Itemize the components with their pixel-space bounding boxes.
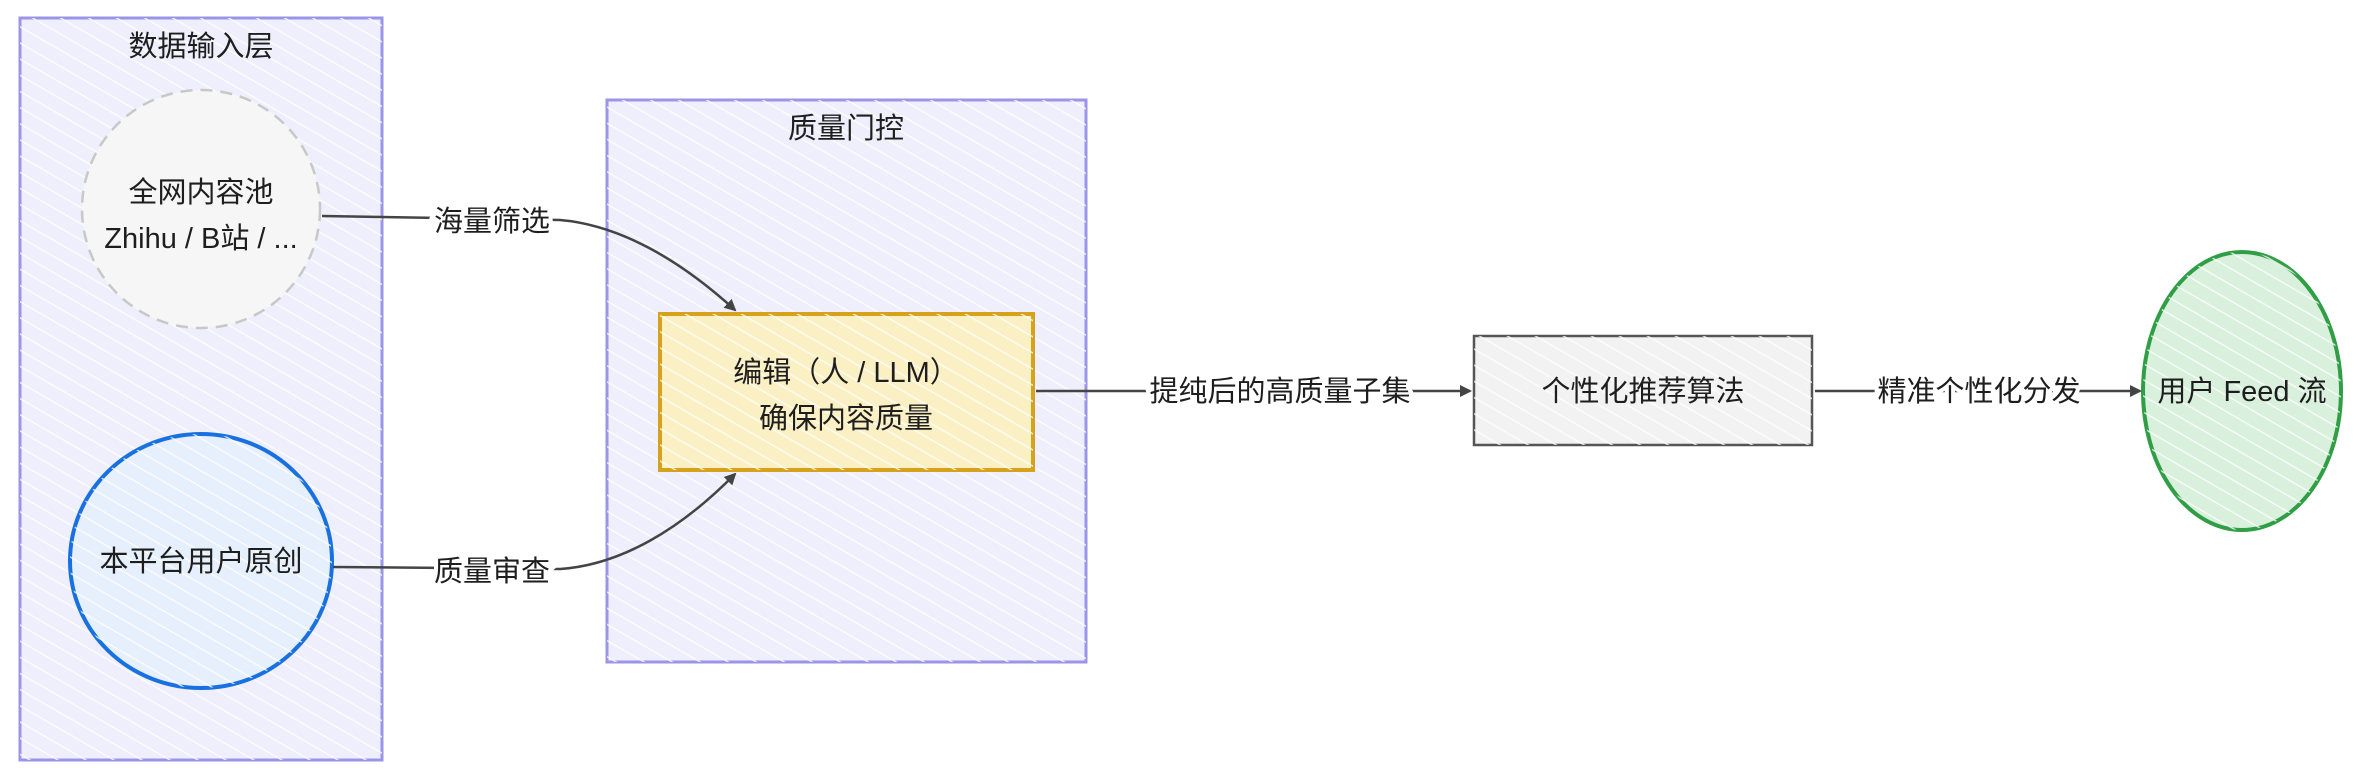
node-user-feed[interactable]: 用户 Feed 流 bbox=[2141, 250, 2343, 532]
group-title-input-layer: 数据输入层 bbox=[128, 30, 273, 63]
pool-label-line1: 全网内容池 bbox=[128, 176, 273, 209]
edge-algorithm-to-feed: 精准个性化分发 bbox=[1815, 371, 2142, 412]
edge-label-precise-distribution: 精准个性化分发 bbox=[1877, 375, 2080, 408]
algorithm-label: 个性化推荐算法 bbox=[1541, 375, 1744, 408]
pool-label-line2: Zhihu / B站 / ... bbox=[104, 222, 297, 255]
node-user-original[interactable]: 本平台用户原创 bbox=[68, 432, 334, 690]
edge-label-refined-subset: 提纯后的高质量子集 bbox=[1149, 375, 1410, 408]
node-recommendation-algorithm[interactable]: 个性化推荐算法 bbox=[1472, 334, 1814, 447]
feed-label: 用户 Feed 流 bbox=[2157, 375, 2326, 408]
edge-label-quality-review: 质量审查 bbox=[434, 555, 550, 588]
user-original-label: 本平台用户原创 bbox=[99, 545, 302, 578]
node-editor[interactable]: 编辑（人 / LLM） 确保内容质量 bbox=[658, 312, 1035, 472]
edge-editor-to-algorithm: 提纯后的高质量子集 bbox=[1036, 371, 1472, 412]
edge-pool-to-editor: 海量筛选 bbox=[321, 201, 737, 312]
edge-ugc-to-editor: 质量审查 bbox=[332, 472, 737, 592]
group-title-quality-gate: 质量门控 bbox=[788, 112, 904, 145]
editor-label-line1: 编辑（人 / LLM） bbox=[733, 356, 959, 389]
node-content-pool[interactable]: 全网内容池 Zhihu / B站 / ... bbox=[80, 88, 322, 330]
editor-label-line2: 确保内容质量 bbox=[759, 402, 933, 435]
edge-label-mass-filter: 海量筛选 bbox=[434, 205, 550, 238]
